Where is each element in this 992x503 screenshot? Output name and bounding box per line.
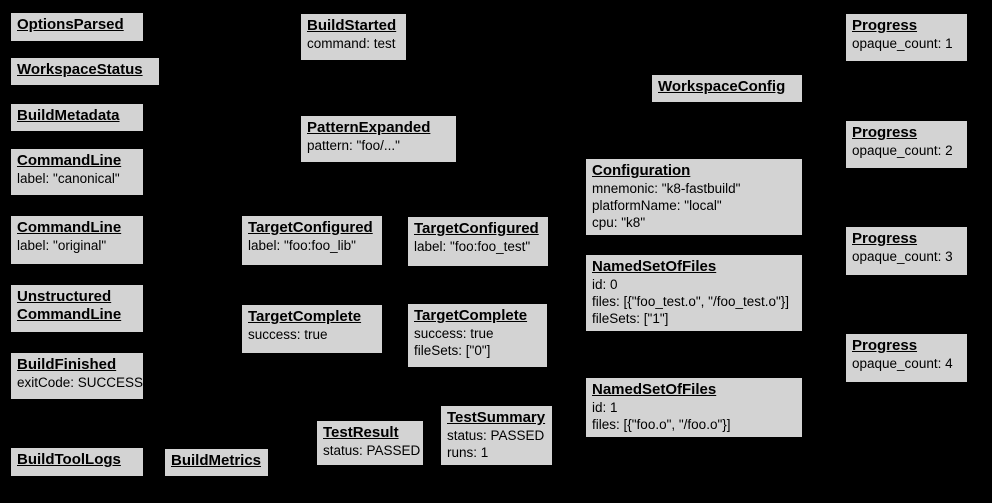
- node-build-metadata: BuildMetadata: [10, 103, 144, 132]
- node-detail: status: PASSED: [447, 428, 545, 443]
- node-title: BuildToolLogs: [17, 451, 121, 468]
- node-progress-4: Progress opaque_count: 4: [845, 333, 968, 383]
- node-detail: command: test: [307, 36, 396, 51]
- node-detail: status: PASSED: [323, 443, 421, 458]
- node-unstructured-command-line: Unstructured CommandLine: [10, 284, 144, 333]
- node-title: TargetConfigured: [248, 219, 373, 236]
- node-detail: mnemonic: "k8-fastbuild": [592, 181, 741, 196]
- node-title: BuildMetrics: [171, 452, 262, 469]
- node-command-line-canonical: CommandLine label: "canonical": [10, 148, 144, 196]
- node-title-line2: CommandLine: [17, 306, 122, 323]
- node-title: BuildStarted: [307, 17, 397, 34]
- node-progress-1: Progress opaque_count: 1: [845, 13, 968, 62]
- node-test-summary: TestSummary status: PASSED runs: 1: [440, 405, 553, 466]
- node-title: NamedSetOfFiles: [592, 258, 717, 275]
- node-detail: success: true: [248, 327, 328, 342]
- node-detail: id: 1: [592, 400, 618, 415]
- node-workspace-config: WorkspaceConfig: [651, 74, 803, 103]
- node-named-set-of-files-1: NamedSetOfFiles id: 1 files: [{"foo.o", …: [585, 377, 803, 438]
- node-title: BuildMetadata: [17, 107, 120, 124]
- node-title: TargetConfigured: [414, 220, 539, 237]
- node-title: Progress: [852, 124, 918, 141]
- node-test-result: TestResult status: PASSED: [316, 420, 424, 466]
- node-detail: label: "canonical": [17, 171, 120, 186]
- node-target-configured-foo-lib: TargetConfigured label: "foo:foo_lib": [241, 215, 383, 266]
- node-title: Configuration: [592, 162, 691, 179]
- node-progress-3: Progress opaque_count: 3: [845, 226, 968, 276]
- node-title: PatternExpanded: [307, 119, 431, 136]
- node-title: WorkspaceStatus: [17, 61, 143, 78]
- node-detail: id: 0: [592, 277, 618, 292]
- node-title: TestResult: [323, 424, 399, 441]
- node-title: CommandLine: [17, 219, 122, 236]
- node-detail: fileSets: ["1"]: [592, 311, 669, 326]
- node-detail: files: [{"foo.o", "/foo.o"}]: [592, 417, 731, 432]
- node-title: TargetComplete: [248, 308, 362, 325]
- node-build-started: BuildStarted command: test: [300, 13, 407, 61]
- node-detail: runs: 1: [447, 445, 489, 460]
- node-title: WorkspaceConfig: [658, 78, 786, 95]
- node-command-line-original: CommandLine label: "original": [10, 215, 144, 265]
- node-title: NamedSetOfFiles: [592, 381, 717, 398]
- node-detail: pattern: "foo/...": [307, 138, 400, 153]
- node-detail: opaque_count: 2: [852, 143, 953, 158]
- node-detail: opaque_count: 1: [852, 36, 953, 51]
- node-target-complete-foo-lib: TargetComplete success: true: [241, 304, 383, 354]
- node-title: Progress: [852, 17, 918, 34]
- node-progress-2: Progress opaque_count: 2: [845, 120, 968, 169]
- node-title: CommandLine: [17, 152, 122, 169]
- node-pattern-expanded: PatternExpanded pattern: "foo/...": [300, 115, 457, 163]
- node-detail: opaque_count: 4: [852, 356, 953, 371]
- node-detail: cpu: "k8": [592, 215, 646, 230]
- node-detail: label: "original": [17, 238, 107, 253]
- node-target-configured-foo-test: TargetConfigured label: "foo:foo_test": [407, 216, 549, 267]
- node-detail: files: [{"foo_test.o", "/foo_test.o"}]: [592, 294, 790, 309]
- node-title: Unstructured: [17, 288, 112, 305]
- node-build-finished: BuildFinished exitCode: SUCCESS: [10, 352, 144, 400]
- node-title: TestSummary: [447, 409, 546, 426]
- node-named-set-of-files-0: NamedSetOfFiles id: 0 files: [{"foo_test…: [585, 254, 803, 332]
- node-detail: label: "foo:foo_lib": [248, 238, 356, 253]
- node-title: Progress: [852, 337, 918, 354]
- node-detail: success: true: [414, 326, 494, 341]
- node-build-tool-logs: BuildToolLogs: [10, 447, 144, 477]
- node-detail: opaque_count: 3: [852, 249, 953, 264]
- node-target-complete-foo-test: TargetComplete success: true fileSets: […: [407, 303, 548, 368]
- node-detail: fileSets: ["0"]: [414, 343, 491, 358]
- node-options-parsed: OptionsParsed: [10, 12, 144, 42]
- node-configuration: Configuration mnemonic: "k8-fastbuild" p…: [585, 158, 803, 236]
- node-workspace-status: WorkspaceStatus: [10, 57, 160, 86]
- node-detail: label: "foo:foo_test": [414, 239, 531, 254]
- node-title: TargetComplete: [414, 307, 528, 324]
- node-detail: exitCode: SUCCESS: [17, 375, 144, 390]
- node-title: OptionsParsed: [17, 16, 124, 33]
- node-build-metrics: BuildMetrics: [164, 448, 269, 477]
- node-title: Progress: [852, 230, 918, 247]
- node-detail: platformName: "local": [592, 198, 722, 213]
- node-title: BuildFinished: [17, 356, 117, 373]
